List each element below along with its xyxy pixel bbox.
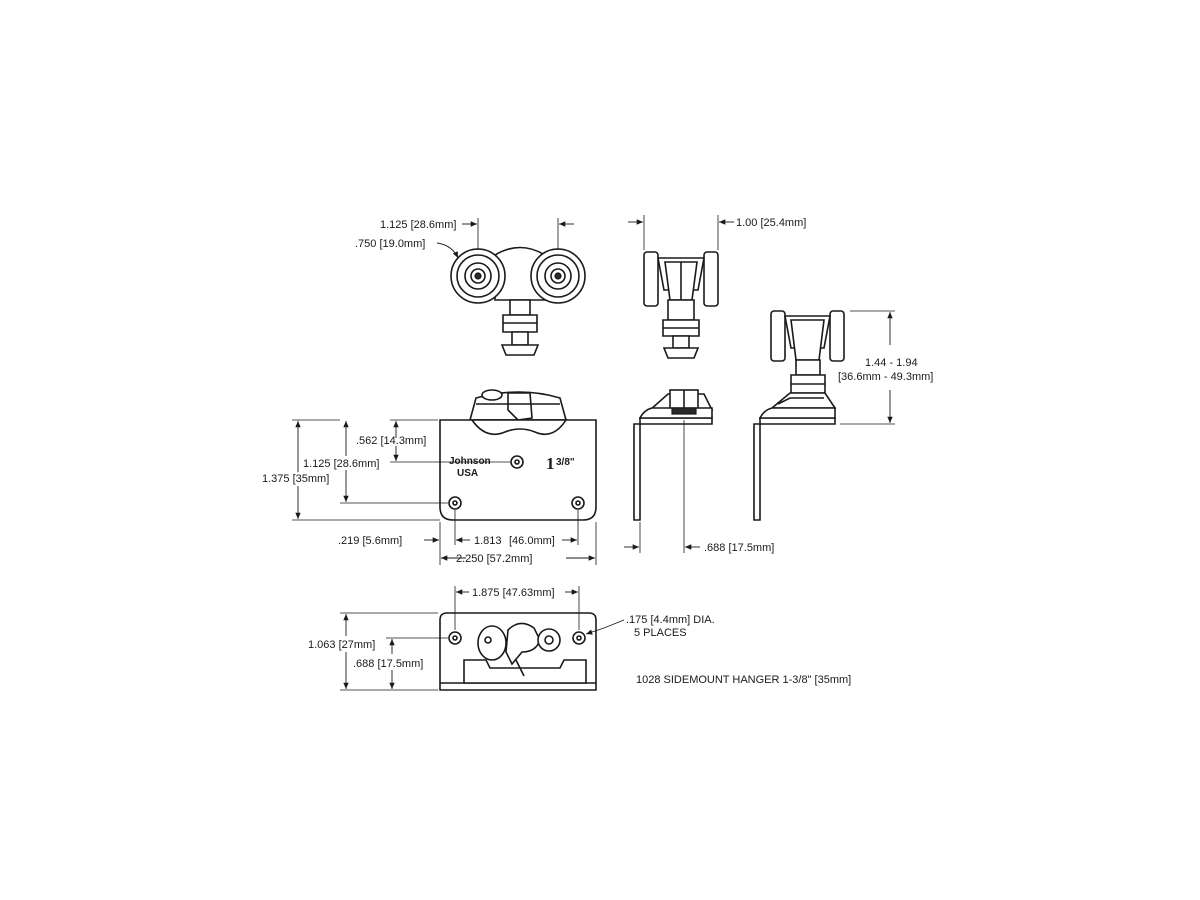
dim-688-bottom: .688 [17.5mm] xyxy=(353,637,448,689)
dim-1125-top: 1.125 [28.6mm] xyxy=(380,218,574,250)
dim-label-1813: 1.813 xyxy=(474,535,502,547)
dim-label-2250: 2.250 [57.2mm] xyxy=(456,553,532,565)
dim-label-219: .219 [5.6mm] xyxy=(338,535,402,547)
dim-label-height-2: [36.6mm - 49.3mm] xyxy=(838,371,933,383)
dim-label-1875: 1.875 [47.63mm] xyxy=(472,587,555,599)
front-roller-view xyxy=(450,246,586,356)
dim-1875: 1.875 [47.63mm] xyxy=(454,586,580,630)
dim-label-688-side: .688 [17.5mm] xyxy=(704,542,774,554)
right-side-view xyxy=(753,310,845,521)
dim-1063: 1.063 [27mm] xyxy=(308,612,438,691)
dim-label-1125-top: 1.125 [28.6mm] xyxy=(380,219,456,231)
dim-750: .750 [19.0mm] xyxy=(355,238,459,259)
dim-label-175-line1: .175 [4.4mm] DIA. xyxy=(626,614,715,626)
size-stamp-fraction: 3/8" xyxy=(556,457,575,468)
dim-label-175-line2: 5 PLACES xyxy=(634,627,687,639)
dim-1125-side: 1.125 [28.6mm] xyxy=(303,421,448,504)
brand-stamp-line2: USA xyxy=(457,468,478,479)
dim-label-height-1: 1.44 - 1.94 xyxy=(865,357,918,369)
dim-label-1125-side: 1.125 [28.6mm] xyxy=(303,458,379,470)
dim-label-750: .750 [19.0mm] xyxy=(355,238,425,250)
dim-label-688-bottom: .688 [17.5mm] xyxy=(353,658,423,670)
dim-219-1813: .219 [5.6mm] 1.813 [46.0mm] xyxy=(338,510,597,565)
dim-label-562: .562 [14.3mm] xyxy=(356,435,426,447)
bottom-plate-view xyxy=(439,612,597,691)
dim-562: .562 [14.3mm] xyxy=(356,419,510,463)
dim-height-range: 1.44 - 1.94 [36.6mm - 49.3mm] xyxy=(838,310,933,425)
dim-label-1063: 1.063 [27mm] xyxy=(308,639,375,651)
dim-label-100: 1.00 [25.4mm] xyxy=(736,217,806,229)
dim-label-1813-mm: [46.0mm] xyxy=(509,535,555,547)
drawing-caption: 1028 SIDEMOUNT HANGER 1-3/8" [35mm] xyxy=(636,674,851,686)
dim-2250: 2.250 [57.2mm] xyxy=(441,553,595,565)
brand-stamp-line1: Johnson xyxy=(449,456,491,467)
side-roller-view xyxy=(643,251,719,359)
dim-175: .175 [4.4mm] DIA. 5 PLACES xyxy=(585,614,715,639)
dim-688-side: .688 [17.5mm] xyxy=(624,420,774,554)
dim-label-1375: 1.375 [35mm] xyxy=(262,473,329,485)
middle-bracket-view xyxy=(633,389,714,521)
size-stamp-whole: 1 xyxy=(546,454,555,473)
dim-100: 1.00 [25.4mm] xyxy=(628,215,806,250)
front-plate-view xyxy=(439,389,597,521)
dim-1375: 1.375 [35mm] xyxy=(262,419,440,521)
